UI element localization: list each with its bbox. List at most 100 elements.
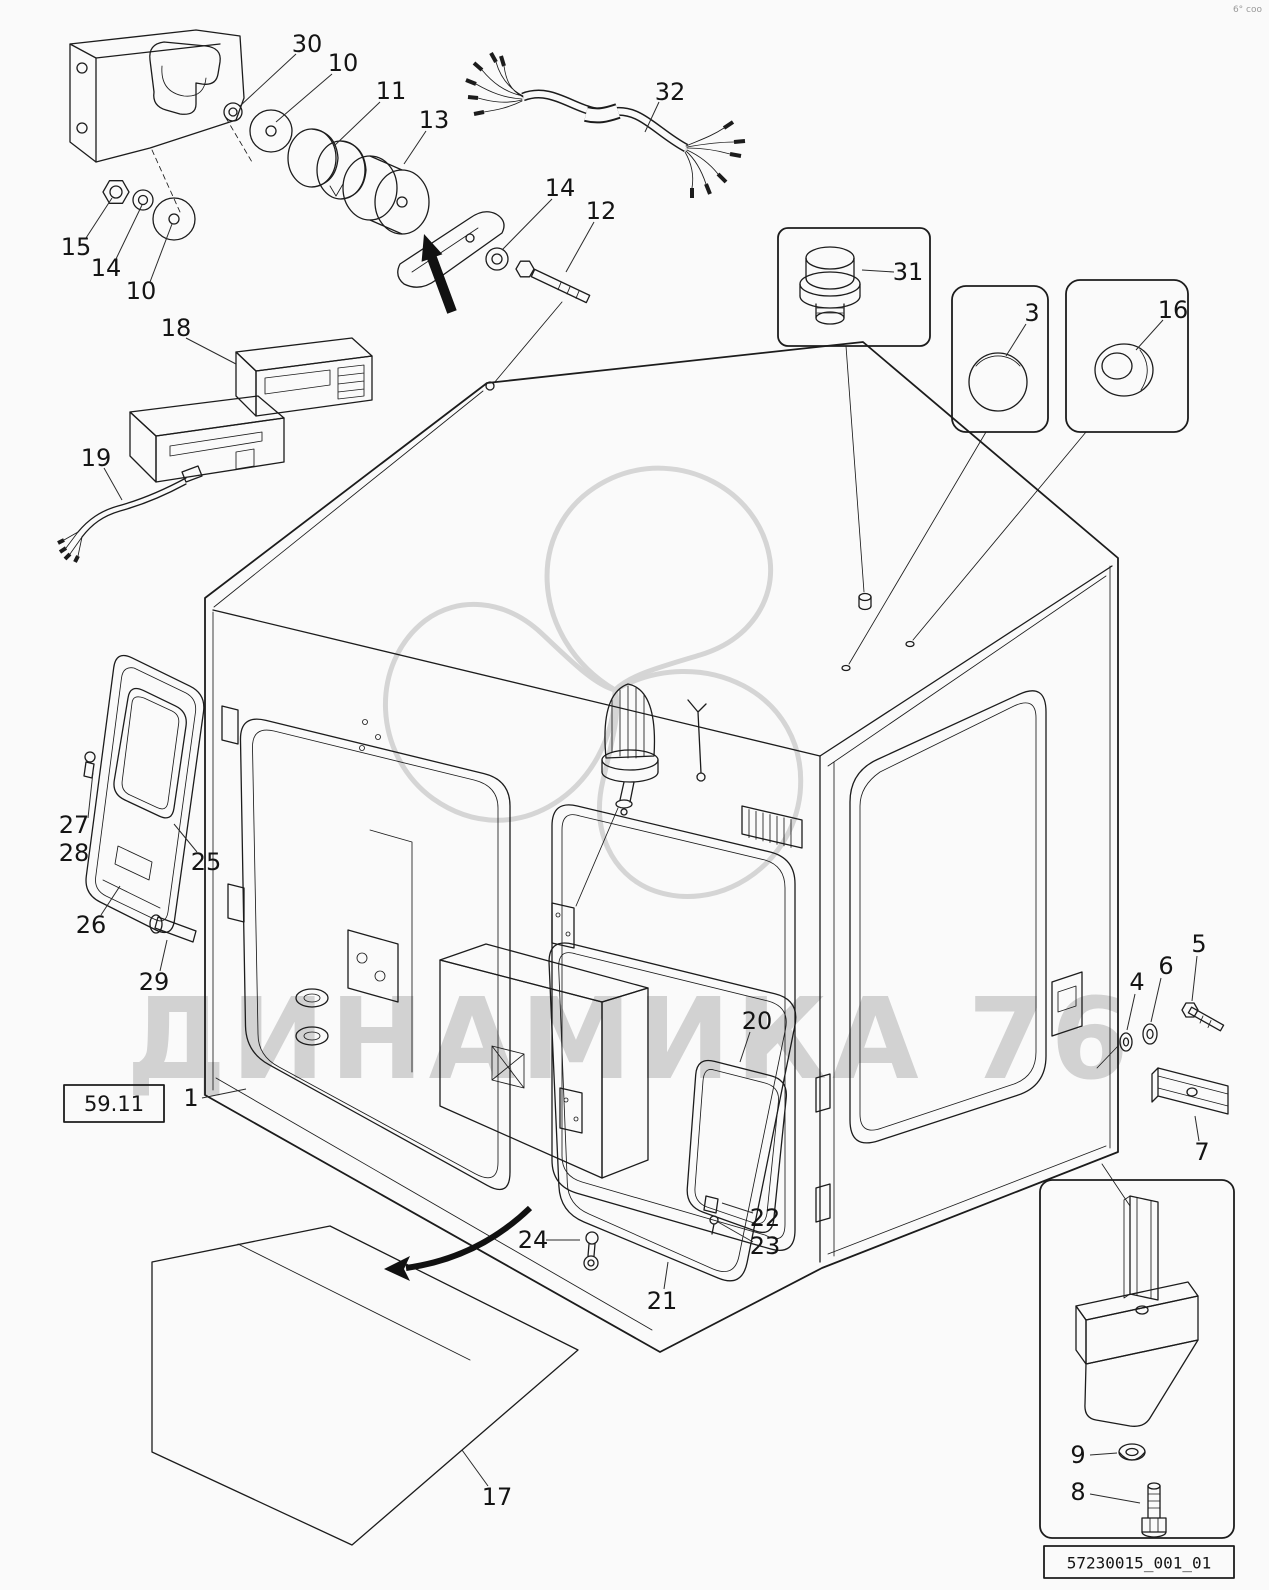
leader-line-29 [159, 939, 168, 972]
callout-21: 21 [647, 1287, 678, 1315]
callout-19: 19 [81, 444, 112, 472]
leader-line-12 [565, 221, 595, 273]
mirror-bolt [515, 260, 591, 304]
callout-13: 13 [419, 106, 450, 134]
leader-line-21 [663, 1261, 669, 1290]
roof-hole-right [905, 640, 915, 648]
callout-15: 15 [61, 233, 92, 261]
leader-line-3 [1005, 323, 1027, 357]
callout-4: 4 [1129, 968, 1144, 996]
leader-line-5 [1191, 955, 1198, 1002]
leader-line-11 [333, 101, 381, 147]
mount-hardware-right [1096, 1002, 1229, 1207]
callout-18: 18 [161, 314, 192, 342]
window-hinges [703, 1195, 719, 1235]
antenna [687, 699, 707, 782]
leader-line-20 [739, 1031, 751, 1063]
mirror-head [342, 155, 430, 235]
watermark-text: ДИНАМИКА 76 [126, 975, 1133, 1105]
callout-26: 26 [76, 911, 107, 939]
callout-17: 17 [482, 1483, 513, 1511]
direction-arrow-mat [384, 1205, 533, 1281]
callout-6: 6 [1158, 952, 1173, 980]
leader-line-10 [275, 73, 333, 123]
leader-line-15 [85, 197, 113, 239]
callout-24: 24 [518, 1226, 549, 1254]
ref-box: 59.11 [63, 1084, 165, 1123]
angle-bracket [1075, 1281, 1199, 1427]
callout-25: 25 [191, 848, 222, 876]
callout-3: 3 [1024, 299, 1039, 327]
windshield-opening [551, 804, 796, 1251]
leader-line-18 [185, 337, 237, 365]
sliding-pane [686, 1059, 787, 1234]
mirror-arm [397, 211, 509, 288]
beacon-light [575, 683, 659, 907]
callout-14: 14 [91, 254, 122, 282]
mirror-mount-leader [493, 301, 563, 384]
callout-23: 23 [750, 1232, 781, 1260]
leader-line-14 [501, 198, 553, 251]
leader-line-13 [403, 130, 427, 165]
leader-line-32 [644, 101, 660, 133]
doc-number-box: 57230015_001_01 [1043, 1545, 1235, 1579]
leader-grommet-to-roof [912, 431, 1087, 641]
watermark-logo [383, 465, 804, 899]
leader-line-31 [861, 269, 895, 273]
cab-body [204, 341, 1119, 1353]
leader-line-10 [149, 223, 173, 283]
callout-10: 10 [126, 277, 157, 305]
inset-grommet [1065, 279, 1189, 433]
leader-button-to-roof [845, 345, 865, 593]
corner-mark: 6° coo [1233, 5, 1263, 15]
leader-line-26 [100, 885, 121, 916]
callout-32: 32 [655, 78, 686, 106]
leader-line-8 [1089, 1493, 1141, 1504]
callout-20: 20 [742, 1007, 773, 1035]
leader-line-1 [201, 1088, 247, 1099]
callout-31: 31 [893, 258, 924, 286]
callout-16: 16 [1158, 296, 1189, 324]
roof-hole-left [841, 664, 851, 672]
radio-unit [129, 337, 373, 483]
callout-8: 8 [1070, 1478, 1085, 1506]
callout-10: 10 [328, 49, 359, 77]
mirror-discs [223, 102, 367, 200]
inset-bracket-detail [1039, 1179, 1235, 1539]
callout-5: 5 [1191, 930, 1206, 958]
callout-7: 7 [1194, 1138, 1209, 1166]
callout-14: 14 [545, 174, 576, 202]
front-window-frame [548, 942, 797, 1282]
door-stop-pin [149, 914, 197, 943]
mirror-mount-bracket [69, 29, 253, 213]
leader-line-30 [239, 53, 297, 107]
leader-line-25 [173, 823, 198, 853]
callout-1: 1 [183, 1084, 198, 1112]
hinge-bolt [583, 1231, 599, 1271]
callout-11: 11 [376, 77, 407, 105]
callout-9: 9 [1070, 1441, 1085, 1469]
inset-plug [951, 285, 1049, 433]
leader-line-22 [721, 1202, 754, 1214]
washer-9 [1118, 1443, 1146, 1461]
leader-line-27 [87, 771, 94, 819]
leader-line-4 [1126, 993, 1136, 1031]
wire-harness [465, 52, 746, 198]
cab-interior [295, 829, 649, 1179]
leader-line-17 [461, 1449, 489, 1487]
channel-bracket [1151, 1067, 1229, 1115]
callout-30: 30 [292, 30, 323, 58]
leader-line-6 [1150, 977, 1162, 1023]
leader-line-19 [103, 467, 123, 501]
leader-line-9 [1089, 1452, 1118, 1456]
callout-27: 27 [59, 811, 90, 839]
direction-arrow-mirror [421, 234, 457, 314]
callout-28: 28 [59, 839, 90, 867]
mirror-mount-hardware-left [102, 180, 196, 241]
rail-profile [1123, 1195, 1159, 1301]
callout-12: 12 [586, 197, 617, 225]
leader-line-7 [1194, 1115, 1200, 1142]
door-opening [239, 718, 511, 1191]
